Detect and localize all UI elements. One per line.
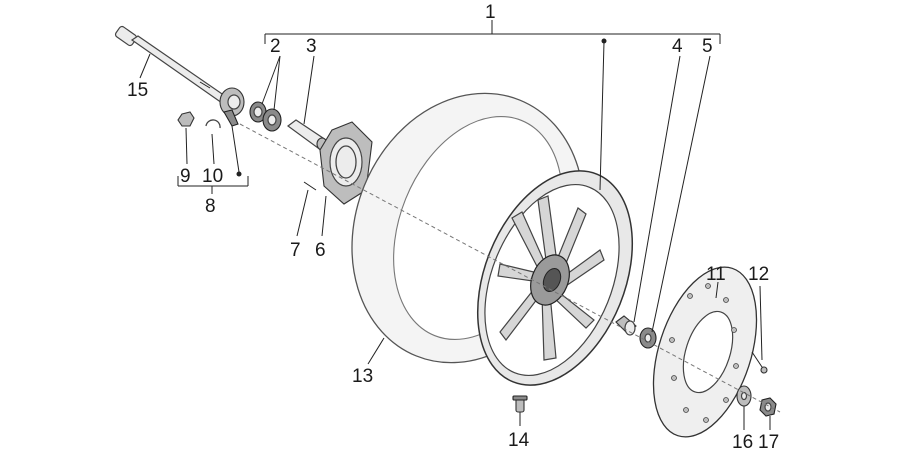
callout-16: 16 <box>732 432 753 453</box>
callout-12: 12 <box>748 264 769 285</box>
callout-10: 10 <box>202 166 223 187</box>
flange-part <box>319 121 373 205</box>
leader-lines <box>139 41 781 430</box>
bearing-parts-2 <box>249 101 282 132</box>
drive-housing-part <box>219 87 245 127</box>
callout-14: 14 <box>508 430 530 451</box>
callout-6: 6 <box>315 240 326 261</box>
callout-4: 4 <box>672 36 683 57</box>
bracket-item-1 <box>264 20 721 44</box>
nut-part-17 <box>759 397 777 417</box>
callout-7: 7 <box>290 240 301 261</box>
bolt-part-12 <box>751 351 768 374</box>
clip-part-10 <box>205 119 221 129</box>
bracket-item-8 <box>177 176 249 194</box>
callout-15: 15 <box>127 80 148 101</box>
callout-1: 1 <box>485 2 496 23</box>
valve-part-14 <box>512 395 528 413</box>
wheel-rim-part <box>476 170 634 386</box>
seal-part-5 <box>639 327 657 349</box>
reference-dot-8 <box>236 171 242 177</box>
callout-2: 2 <box>270 36 281 57</box>
brake-disc-part <box>652 266 758 438</box>
callout-9: 9 <box>180 166 191 187</box>
nut-part-9 <box>177 111 195 127</box>
callout-5: 5 <box>702 36 713 57</box>
callout-8: 8 <box>205 196 216 217</box>
callout-11: 11 <box>706 264 726 285</box>
callout-3: 3 <box>306 36 317 57</box>
spacer-part-4 <box>615 315 637 336</box>
callout-13: 13 <box>352 366 373 387</box>
reference-dot-1 <box>601 38 607 44</box>
pin-part-7 <box>303 181 317 191</box>
washer-part-16 <box>736 385 752 407</box>
spacer-part-3 <box>286 119 328 151</box>
callout-17: 17 <box>758 432 779 453</box>
